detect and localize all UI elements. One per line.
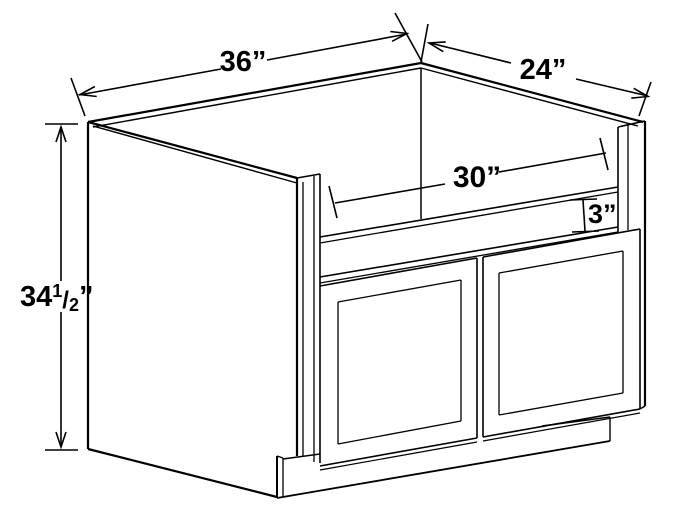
cabinet-body — [86, 61, 647, 499]
top-back-rim — [87, 61, 422, 128]
dim-height-unit: ” — [79, 281, 94, 313]
dim-depth-label: 24” — [520, 54, 567, 86]
dim-height-frac-num: 1 — [52, 281, 62, 301]
dim-apron-label: 3” — [588, 199, 617, 229]
top-right-rim — [420, 61, 644, 127]
dim-height-frac-den: 2 — [69, 295, 79, 315]
toe-kick — [276, 416, 611, 499]
dim-height-main: 34 — [20, 281, 52, 313]
dim-height-frac-slash: / — [62, 287, 69, 314]
dim-opening-label: 30” — [453, 161, 501, 194]
apron-rail — [319, 186, 619, 284]
sink-opening-left-stile — [296, 173, 321, 463]
left-door — [319, 257, 478, 471]
left-side-top-edge — [87, 120, 298, 184]
dim-width-36 — [70, 12, 423, 117]
dimension-annotations — [45, 12, 652, 451]
sink-opening-right-post — [617, 120, 647, 410]
dim-width-label: 36” — [220, 46, 267, 78]
dim-depth-24 — [420, 23, 652, 117]
left-side-panel — [86, 122, 304, 499]
dim-opening-30 — [328, 137, 609, 219]
dim-height-label: 341/2” — [20, 281, 93, 315]
dim-apron-3 — [569, 198, 600, 233]
dim-height-34half — [45, 123, 78, 451]
right-door — [482, 228, 641, 442]
